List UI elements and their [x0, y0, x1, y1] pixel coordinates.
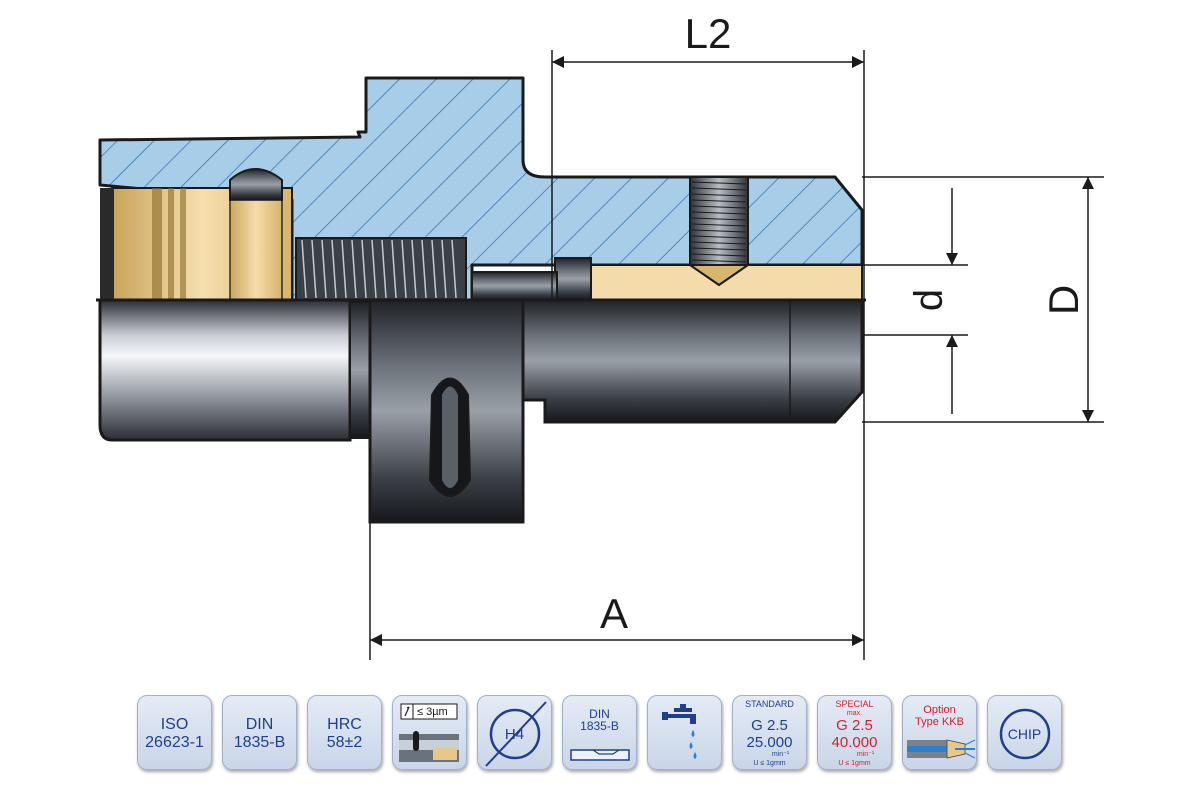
- coolant-nozzle-icon: [907, 739, 976, 759]
- badge-option-line1: Option: [923, 704, 956, 716]
- tolerance-circle-icon: [485, 701, 547, 767]
- locking-pin: [229, 168, 283, 201]
- badge-standard-unit: min⁻¹: [771, 751, 790, 758]
- badge-iso-line2: 26623-1: [145, 734, 204, 751]
- badge-special-header: SPECIAL: [835, 699, 874, 709]
- coolant-tap-icon: [662, 704, 697, 759]
- badge-hrc-line2: 58±2: [326, 734, 363, 751]
- badge-special-max: max.: [846, 710, 863, 717]
- badge-standard-header: STANDARD: [745, 699, 794, 709]
- badge-runout: ≤ 3µm: [392, 695, 467, 770]
- technical-drawing: L2 A d D: [96, 10, 1104, 660]
- badge-chip-label: CHIP: [1007, 726, 1042, 742]
- dim-label-d-small: d: [907, 289, 951, 311]
- chip-circle-icon: [999, 708, 1051, 760]
- badge-standard-grade: G 2.5: [751, 717, 788, 734]
- badge-hrc-line1: HRC: [327, 716, 362, 733]
- badge-h4-label: H4: [504, 726, 525, 743]
- badge-din-shank-line1: DIN: [589, 707, 610, 721]
- badge-special-speed: 40.000: [831, 734, 878, 751]
- badge-iso-line1: ISO: [160, 716, 189, 733]
- badge-din-shank-line2: 1835-B: [580, 719, 619, 733]
- badge-coolant: [647, 695, 722, 770]
- badge-standard-note: U ≤ 1gmm: [753, 760, 786, 767]
- badge-special: SPECIAL max. G 2.5 40.000 min⁻¹ U ≤ 1gmm: [817, 695, 892, 770]
- badge-din-line1: DIN: [245, 716, 274, 733]
- badge-special-unit: min⁻¹: [856, 751, 875, 758]
- badge-option-line2: Type KKB: [915, 716, 964, 728]
- nose-exterior: [521, 298, 864, 424]
- dim-label-a: A: [600, 590, 628, 637]
- shank-exterior: [98, 298, 352, 442]
- dim-label-l2: L2: [685, 10, 732, 57]
- runout-icon: [399, 703, 459, 762]
- badge-chip: CHIP: [987, 695, 1062, 770]
- badge-special-grade: G 2.5: [836, 717, 873, 734]
- badge-h4: H4: [477, 695, 552, 770]
- set-screw: [295, 237, 467, 301]
- dim-label-d-large: D: [1040, 285, 1087, 315]
- badge-runout-label: ≤ 3µm: [417, 706, 448, 718]
- badge-special-note: U ≤ 1gmm: [838, 760, 871, 767]
- shank-flat-icon: [570, 749, 630, 761]
- badge-standard: STANDARD G 2.5 25.000 min⁻¹ U ≤ 1gmm: [732, 695, 807, 770]
- badge-standard-speed: 25.000: [746, 734, 793, 751]
- badge-din-line2: 1835-B: [233, 734, 286, 751]
